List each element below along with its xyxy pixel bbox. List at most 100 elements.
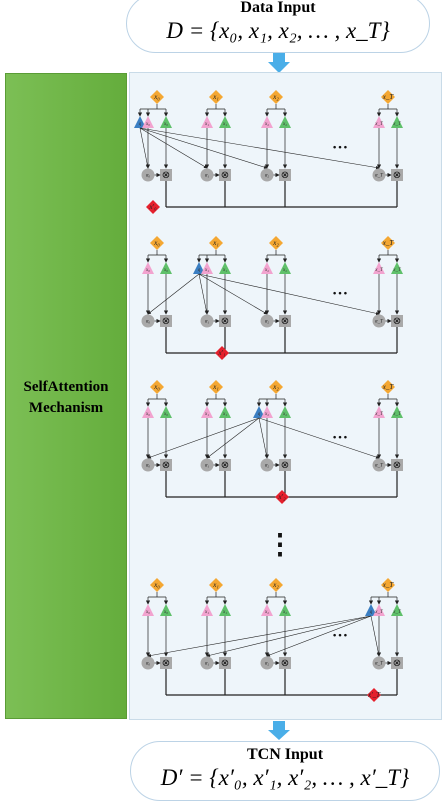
- side-label-line2: Mechanism: [28, 400, 104, 416]
- block2-bracket-2: [267, 250, 285, 256]
- block1-key-triangle-1: [201, 116, 213, 128]
- block4-query-line-0: [147, 615, 372, 658]
- block1-alpha-3-label: α_T: [375, 174, 384, 179]
- block4-multiply-3: [391, 657, 403, 669]
- block1-query-triangle-label: q: [139, 122, 142, 127]
- block3-value-triangle-1-label: x₁: [222, 412, 227, 417]
- block4-output-diamond: [367, 688, 381, 702]
- block4-multiply-0-symbol: ⊗: [162, 658, 170, 669]
- block2-multiply-3: [391, 315, 403, 327]
- block2-input-diamond-2-label: x₂: [272, 239, 279, 247]
- block2-query-line-3: [198, 273, 380, 316]
- block4-input-diamond-0: [150, 578, 164, 592]
- block2-bracket-3: [379, 250, 397, 256]
- block1-key-triangle-2-label: x₂: [264, 122, 269, 127]
- block4-key-triangle-0-label: x₀: [145, 610, 150, 615]
- block3-value-triangle-3: [391, 406, 403, 418]
- down-arrow-bottom: [268, 721, 290, 740]
- block1-input-diamond-1-label: x₁: [212, 93, 219, 101]
- block4-input-diamond-3-label: x_T: [382, 581, 395, 589]
- block1-alpha-3: [372, 168, 386, 182]
- block3-value-triangle-3-label: x_T: [392, 412, 402, 417]
- block1-bracket-3: [379, 104, 397, 110]
- block1-key-triangle-3: [373, 116, 385, 128]
- block2-key-triangle-3-label: x_T: [374, 268, 384, 273]
- block2-value-triangle-1: [219, 262, 231, 274]
- block4-alpha-2: [260, 656, 274, 670]
- block3-multiply-3-symbol: ⊗: [393, 460, 401, 471]
- block2-query-line-2: [198, 273, 268, 315]
- block2-alpha-0: [141, 314, 155, 328]
- block4-multiply-2-symbol: ⊗: [281, 658, 289, 669]
- block2-input-diamond-0: [150, 236, 164, 250]
- down-arrow-top: [268, 53, 290, 73]
- block3-alpha-2-label: α₂: [265, 464, 270, 469]
- block2-value-triangle-0: [160, 262, 172, 274]
- block4-alpha-3-label: α_T: [375, 662, 384, 667]
- block3-key-triangle-2-label: x₂: [264, 412, 269, 417]
- block4-value-triangle-2-label: x₂: [282, 610, 287, 615]
- block1-bracket-1: [207, 104, 225, 110]
- block2-bracket-1: [199, 250, 225, 256]
- block4-value-triangle-1: [219, 604, 231, 616]
- block4-key-triangle-1-label: x₁: [204, 610, 209, 615]
- block3-multiply-0: [160, 459, 172, 471]
- block2-input-diamond-3: [381, 236, 395, 250]
- block2-output-diamond-label: x′₁: [217, 349, 225, 357]
- block1-query-line-0: [139, 127, 150, 169]
- block1-input-diamond-0: [150, 90, 164, 104]
- block1-multiply-0-symbol: ⊗: [162, 170, 170, 181]
- block1-multiply-1: [219, 169, 231, 181]
- block4-input-diamond-2: [269, 578, 283, 592]
- block1-alpha-2: [260, 168, 274, 182]
- block2-key-triangle-1: [201, 262, 213, 274]
- block4-query-line-1: [206, 615, 372, 658]
- block4-alpha-2-label: α₂: [265, 662, 270, 667]
- block3-bracket-3: [379, 394, 397, 400]
- block3-key-triangle-3: [373, 406, 385, 418]
- block2-output-diamond: [215, 346, 229, 360]
- block4-value-triangle-0: [160, 604, 172, 616]
- block4-input-diamond-2-label: x₂: [272, 581, 279, 589]
- vertical-ellipsis: ⋮: [266, 529, 294, 560]
- block2-multiply-3-symbol: ⊗: [393, 316, 401, 327]
- tcn-input-equation: D′ = {x′₀, x′₁, x′₂, … , x′_T}: [160, 765, 410, 790]
- block3-query-line-1: [206, 417, 260, 459]
- block4-value-triangle-3: [391, 604, 403, 616]
- block2-multiply-2: [279, 315, 291, 327]
- block1-key-triangle-1-label: x₁: [204, 122, 209, 127]
- data-input-title: Data Input: [240, 0, 316, 16]
- block1-multiply-2-symbol: ⊗: [281, 170, 289, 181]
- block4-key-triangle-3: [373, 604, 385, 616]
- tcn-input-box: TCN Input D′ = {x′₀, x′₁, x′₂, … , x′_T}: [130, 741, 440, 801]
- block4-input-diamond-1-label: x₁: [212, 581, 219, 589]
- block3-query-line-0: [147, 417, 260, 459]
- data-input-box: Data Input D = {x₀, x₁, x₂, … , x_T}: [126, 0, 430, 53]
- block3-query-line-3: [258, 417, 380, 459]
- block1-input-diamond-2-label: x₂: [272, 93, 279, 101]
- block4-query-triangle-label: q: [370, 610, 373, 615]
- block2-query-line-1: [198, 273, 209, 315]
- block1-multiply-3-symbol: ⊗: [393, 170, 401, 181]
- block1-query-triangle: [134, 116, 146, 128]
- block2-query-triangle-label: q: [198, 268, 201, 273]
- block2-ellipsis: …: [332, 282, 348, 299]
- block4-key-triangle-3-label: x_T: [374, 610, 384, 615]
- block1-input-diamond-3-label: x_T: [382, 93, 395, 101]
- block3-multiply-1-symbol: ⊗: [221, 460, 229, 471]
- block2-value-triangle-2: [279, 262, 291, 274]
- block4-key-triangle-0: [142, 604, 154, 616]
- block2-key-triangle-1-label: x₁: [204, 268, 209, 273]
- block2-key-triangle-2: [261, 262, 273, 274]
- block1-query-line-3: [139, 127, 380, 170]
- block1-value-triangle-3-label: x_T: [392, 122, 402, 127]
- block3-input-diamond-1-label: x₁: [212, 383, 219, 391]
- block2-input-diamond-1-label: x₁: [212, 239, 219, 247]
- block1-alpha-0: [141, 168, 155, 182]
- block3-alpha-1: [200, 458, 214, 472]
- block1-output-diamond-label: x′₀: [148, 203, 157, 211]
- block3-alpha-0: [141, 458, 155, 472]
- block1-value-triangle-0: [160, 116, 172, 128]
- block1-value-triangle-3: [391, 116, 403, 128]
